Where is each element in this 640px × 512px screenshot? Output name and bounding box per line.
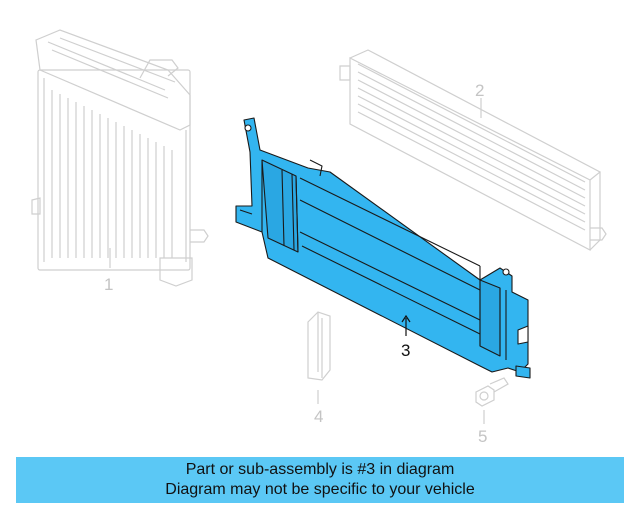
banner-line-1: Part or sub-assembly is #3 in diagram xyxy=(185,461,455,478)
part-2-oil-cooler[interactable] xyxy=(339,49,607,251)
callout-2[interactable]: 2 xyxy=(475,81,484,100)
part-5-bolt[interactable] xyxy=(475,377,509,424)
banner-line-2: Diagram may not be specific to your vehi… xyxy=(165,481,475,498)
part-3-support-shroud[interactable] xyxy=(235,117,531,379)
callout-4[interactable]: 4 xyxy=(314,407,323,426)
callout-3[interactable]: 3 xyxy=(401,341,410,360)
callout-3-leader xyxy=(401,314,411,336)
part-4-bracket[interactable] xyxy=(307,311,331,404)
info-banner: Part or sub-assembly is #3 in diagram Di… xyxy=(16,457,624,503)
callout-1[interactable]: 1 xyxy=(104,275,113,294)
part-1-radiator[interactable] xyxy=(31,29,209,287)
callout-5[interactable]: 5 xyxy=(478,427,487,446)
